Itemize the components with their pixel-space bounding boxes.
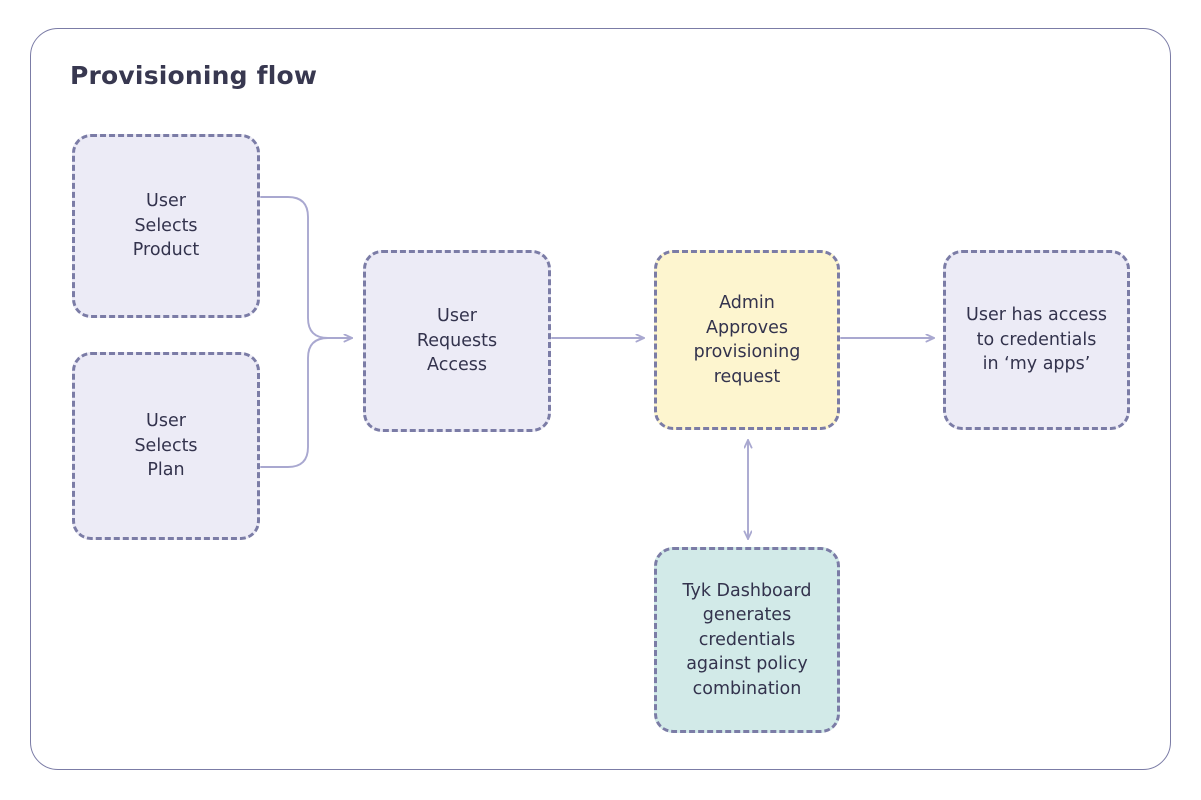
node-label: User Selects Plan <box>134 411 198 481</box>
node-tyk-dashboard-generates-credentials[interactable]: Tyk Dashboard generates credentials agai… <box>654 547 840 733</box>
node-admin-approves-provisioning-request[interactable]: Admin Approves provisioning request <box>654 250 840 430</box>
node-label: User Selects Product <box>132 191 200 261</box>
page-title: Provisioning flow <box>70 61 318 90</box>
node-user-has-access-to-credentials[interactable]: User has access to credentials in ‘my ap… <box>943 250 1130 430</box>
node-user-requests-access[interactable]: User Requests Access <box>363 250 551 432</box>
diagram-frame <box>30 28 1171 770</box>
node-user-selects-product[interactable]: User Selects Product <box>72 134 260 318</box>
node-label: Admin Approves provisioning request <box>693 293 801 387</box>
node-label: Tyk Dashboard generates credentials agai… <box>682 580 812 699</box>
node-label: User has access to credentials in ‘my ap… <box>966 305 1107 375</box>
node-label: User Requests Access <box>416 306 498 376</box>
node-user-selects-plan[interactable]: User Selects Plan <box>72 352 260 540</box>
